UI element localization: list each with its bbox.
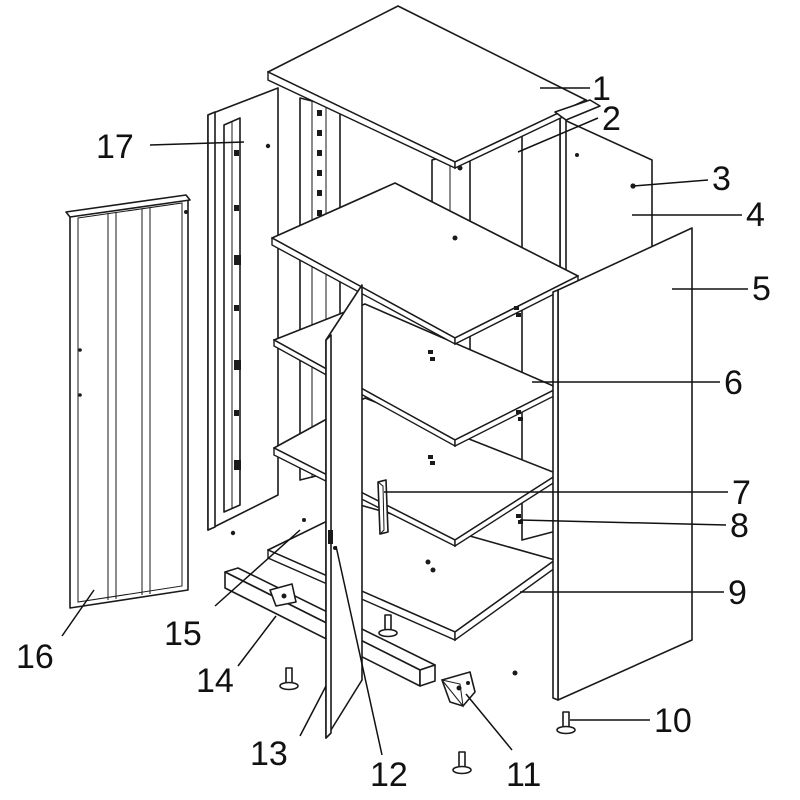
- leader-lines: [61, 87, 748, 756]
- callout-11: 11: [506, 756, 541, 794]
- upper-shelf: [271, 182, 579, 346]
- part-10-leveling-feet: [279, 614, 576, 775]
- callout-12: 12: [370, 756, 408, 794]
- callout-4: 4: [746, 196, 765, 234]
- part-11-corner-bracket: [440, 671, 476, 708]
- part-13-front-door: [325, 284, 363, 739]
- callout-3: 3: [712, 160, 731, 198]
- callout-14: 14: [196, 662, 234, 700]
- part-16-left-door-panel: [65, 194, 191, 609]
- part-3-screw: [630, 183, 636, 189]
- part-17-left-side-panel: [207, 87, 279, 536]
- callout-6: 6: [724, 364, 743, 402]
- callout-1: 1: [592, 70, 611, 108]
- callout-numbers: 1 2 3 4 5 6 7 8 9 10 11 12 13 14 15 16 1…: [16, 70, 771, 794]
- callout-5: 5: [752, 270, 771, 308]
- callout-7: 7: [732, 474, 751, 512]
- callout-9: 9: [728, 574, 747, 612]
- callout-2: 2: [602, 100, 621, 138]
- callout-10: 10: [654, 702, 692, 740]
- part-2-top-rail: [554, 99, 601, 121]
- part-7-handle: [377, 479, 389, 535]
- callout-15: 15: [164, 615, 202, 653]
- part-5-right-side-panel: [552, 227, 693, 701]
- callout-17: 17: [96, 128, 134, 166]
- callout-16: 16: [16, 638, 54, 676]
- callout-8: 8: [730, 507, 749, 545]
- callout-13: 13: [250, 735, 288, 773]
